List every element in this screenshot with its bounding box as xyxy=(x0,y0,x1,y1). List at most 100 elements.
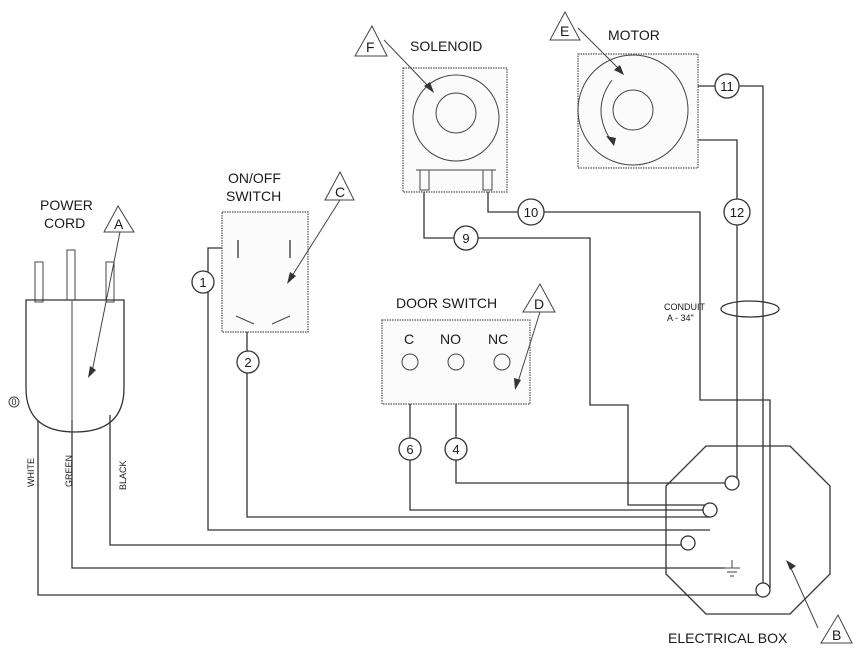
cord-prong-left xyxy=(34,261,44,303)
wire-9 xyxy=(423,190,710,506)
electrical-box-arrowhead xyxy=(786,560,796,570)
door-switch-terminal-c xyxy=(401,353,419,371)
motor-arrowhead xyxy=(614,65,624,75)
small-marker-circle xyxy=(8,396,20,408)
wire-11-number: 11 xyxy=(720,79,734,94)
onoff-bottom-left xyxy=(235,315,255,325)
door-switch-terminal-nc-label: NC xyxy=(488,331,508,347)
onoff-switch: ON/OFF SWITCH C xyxy=(221,170,355,333)
power-cord-pointer xyxy=(91,231,121,373)
door-switch-tag-triangle xyxy=(522,282,556,313)
motor-pointer xyxy=(577,27,621,71)
wire-4-marker xyxy=(444,437,468,461)
onoff-switch-box xyxy=(221,211,309,333)
wire-green-label: GREEN xyxy=(64,455,74,487)
door-switch-pointer xyxy=(517,311,541,383)
wire-6 xyxy=(409,370,710,511)
wire-green xyxy=(71,420,725,569)
power-cord-label-line1: POWER xyxy=(40,197,93,213)
onoff-switch-label-line1: ON/OFF xyxy=(228,170,281,186)
wire-2 xyxy=(246,322,710,518)
wire-white xyxy=(37,420,758,596)
conduit: CONDUIT A - 34" xyxy=(664,300,780,323)
solenoid-tag-triangle xyxy=(354,24,388,57)
door-switch-terminal-nc xyxy=(493,353,511,371)
power-cord-label-line2: CORD xyxy=(44,215,85,231)
door-switch-box xyxy=(381,319,531,405)
wire-10-number: 10 xyxy=(524,205,538,220)
box-terminal-1 xyxy=(724,475,740,491)
door-switch-terminal-c-label: C xyxy=(404,331,414,347)
wire-2-number: 2 xyxy=(244,355,251,370)
box-terminal-4 xyxy=(755,582,771,598)
solenoid-label: SOLENOID xyxy=(410,38,482,54)
wire-white-label: WHITE xyxy=(26,458,36,487)
solenoid-outer-ring xyxy=(412,74,500,162)
power-cord-arrowhead xyxy=(88,366,96,378)
onoff-switch-label-line2: SWITCH xyxy=(226,188,281,204)
wire-1-number: 1 xyxy=(199,275,206,290)
onoff-bottom-right xyxy=(271,315,291,325)
power-cord-tag: A xyxy=(114,216,124,232)
electrical-box-tag-triangle xyxy=(820,613,853,644)
electrical-box-octagon xyxy=(665,445,831,615)
onoff-switch-tag: C xyxy=(335,184,345,200)
onoff-arrowhead xyxy=(287,272,296,284)
motor: E MOTOR xyxy=(549,10,699,169)
solenoid-tag: F xyxy=(366,39,375,55)
wire-1 xyxy=(207,247,710,531)
electrical-box-pointer xyxy=(789,565,819,629)
power-cord: 0 POWER CORD A WHITE GREEN BLACK xyxy=(8,197,135,490)
motor-tag: E xyxy=(560,23,569,39)
motor-outer-ring xyxy=(577,54,689,166)
wire-6-marker xyxy=(398,437,422,461)
motor-tag-triangle xyxy=(549,10,581,41)
wire-number-markers: 1 2 4 6 9 10 11 12 xyxy=(191,73,751,461)
motor-rotation-arrow xyxy=(600,79,613,143)
door-switch: DOOR SWITCH D C NO NC xyxy=(381,282,556,405)
cord-plug-body xyxy=(25,299,125,433)
door-switch-label: DOOR SWITCH xyxy=(396,295,497,311)
solenoid-arrowhead xyxy=(424,82,434,93)
cord-prong-right xyxy=(105,261,115,303)
solenoid-pointer xyxy=(383,39,431,89)
wire-10-marker xyxy=(517,198,545,226)
box-terminal-3 xyxy=(680,535,696,551)
box-terminal-2 xyxy=(702,502,718,518)
electrical-box-tag: B xyxy=(832,627,841,643)
wire-1-marker xyxy=(191,270,215,294)
electrical-box: ELECTRICAL BOX B xyxy=(665,445,853,646)
wire-9-number: 9 xyxy=(462,231,469,246)
wire-11-marker xyxy=(714,73,740,99)
wire-4-number: 4 xyxy=(452,442,459,457)
cord-prong-middle xyxy=(66,249,76,301)
small-marker-text: 0 xyxy=(11,397,16,407)
wire-12-number: 12 xyxy=(730,205,744,220)
conduit-ring xyxy=(720,300,780,318)
conduit-label-line2: A - 34" xyxy=(667,313,694,323)
door-switch-arrowhead xyxy=(514,378,521,390)
wire-2-marker xyxy=(236,350,260,374)
door-switch-tag: D xyxy=(534,296,544,312)
power-cord-tag-triangle xyxy=(103,204,135,233)
door-switch-terminal-no xyxy=(447,353,465,371)
solenoid: F SOLENOID xyxy=(354,24,508,193)
motor-label: MOTOR xyxy=(608,27,660,43)
wire-black xyxy=(109,415,688,546)
wire-6-number: 6 xyxy=(406,442,413,457)
conduit-label-line1: CONDUIT xyxy=(664,302,705,312)
onoff-pointer xyxy=(291,199,341,277)
wire-9-marker xyxy=(453,225,479,251)
solenoid-inner-ring xyxy=(435,92,477,134)
wire-4 xyxy=(455,368,732,484)
solenoid-box xyxy=(402,67,508,193)
door-switch-terminal-no-label: NO xyxy=(440,331,461,347)
wire-10 xyxy=(487,190,771,588)
motor-rotation-arrowhead xyxy=(606,136,616,146)
wire-12-marker xyxy=(723,198,751,226)
ground-icon xyxy=(724,560,740,577)
wire-black-label: BLACK xyxy=(118,460,128,490)
motor-inner-ring xyxy=(612,89,654,131)
electrical-box-label: ELECTRICAL BOX xyxy=(668,630,788,646)
